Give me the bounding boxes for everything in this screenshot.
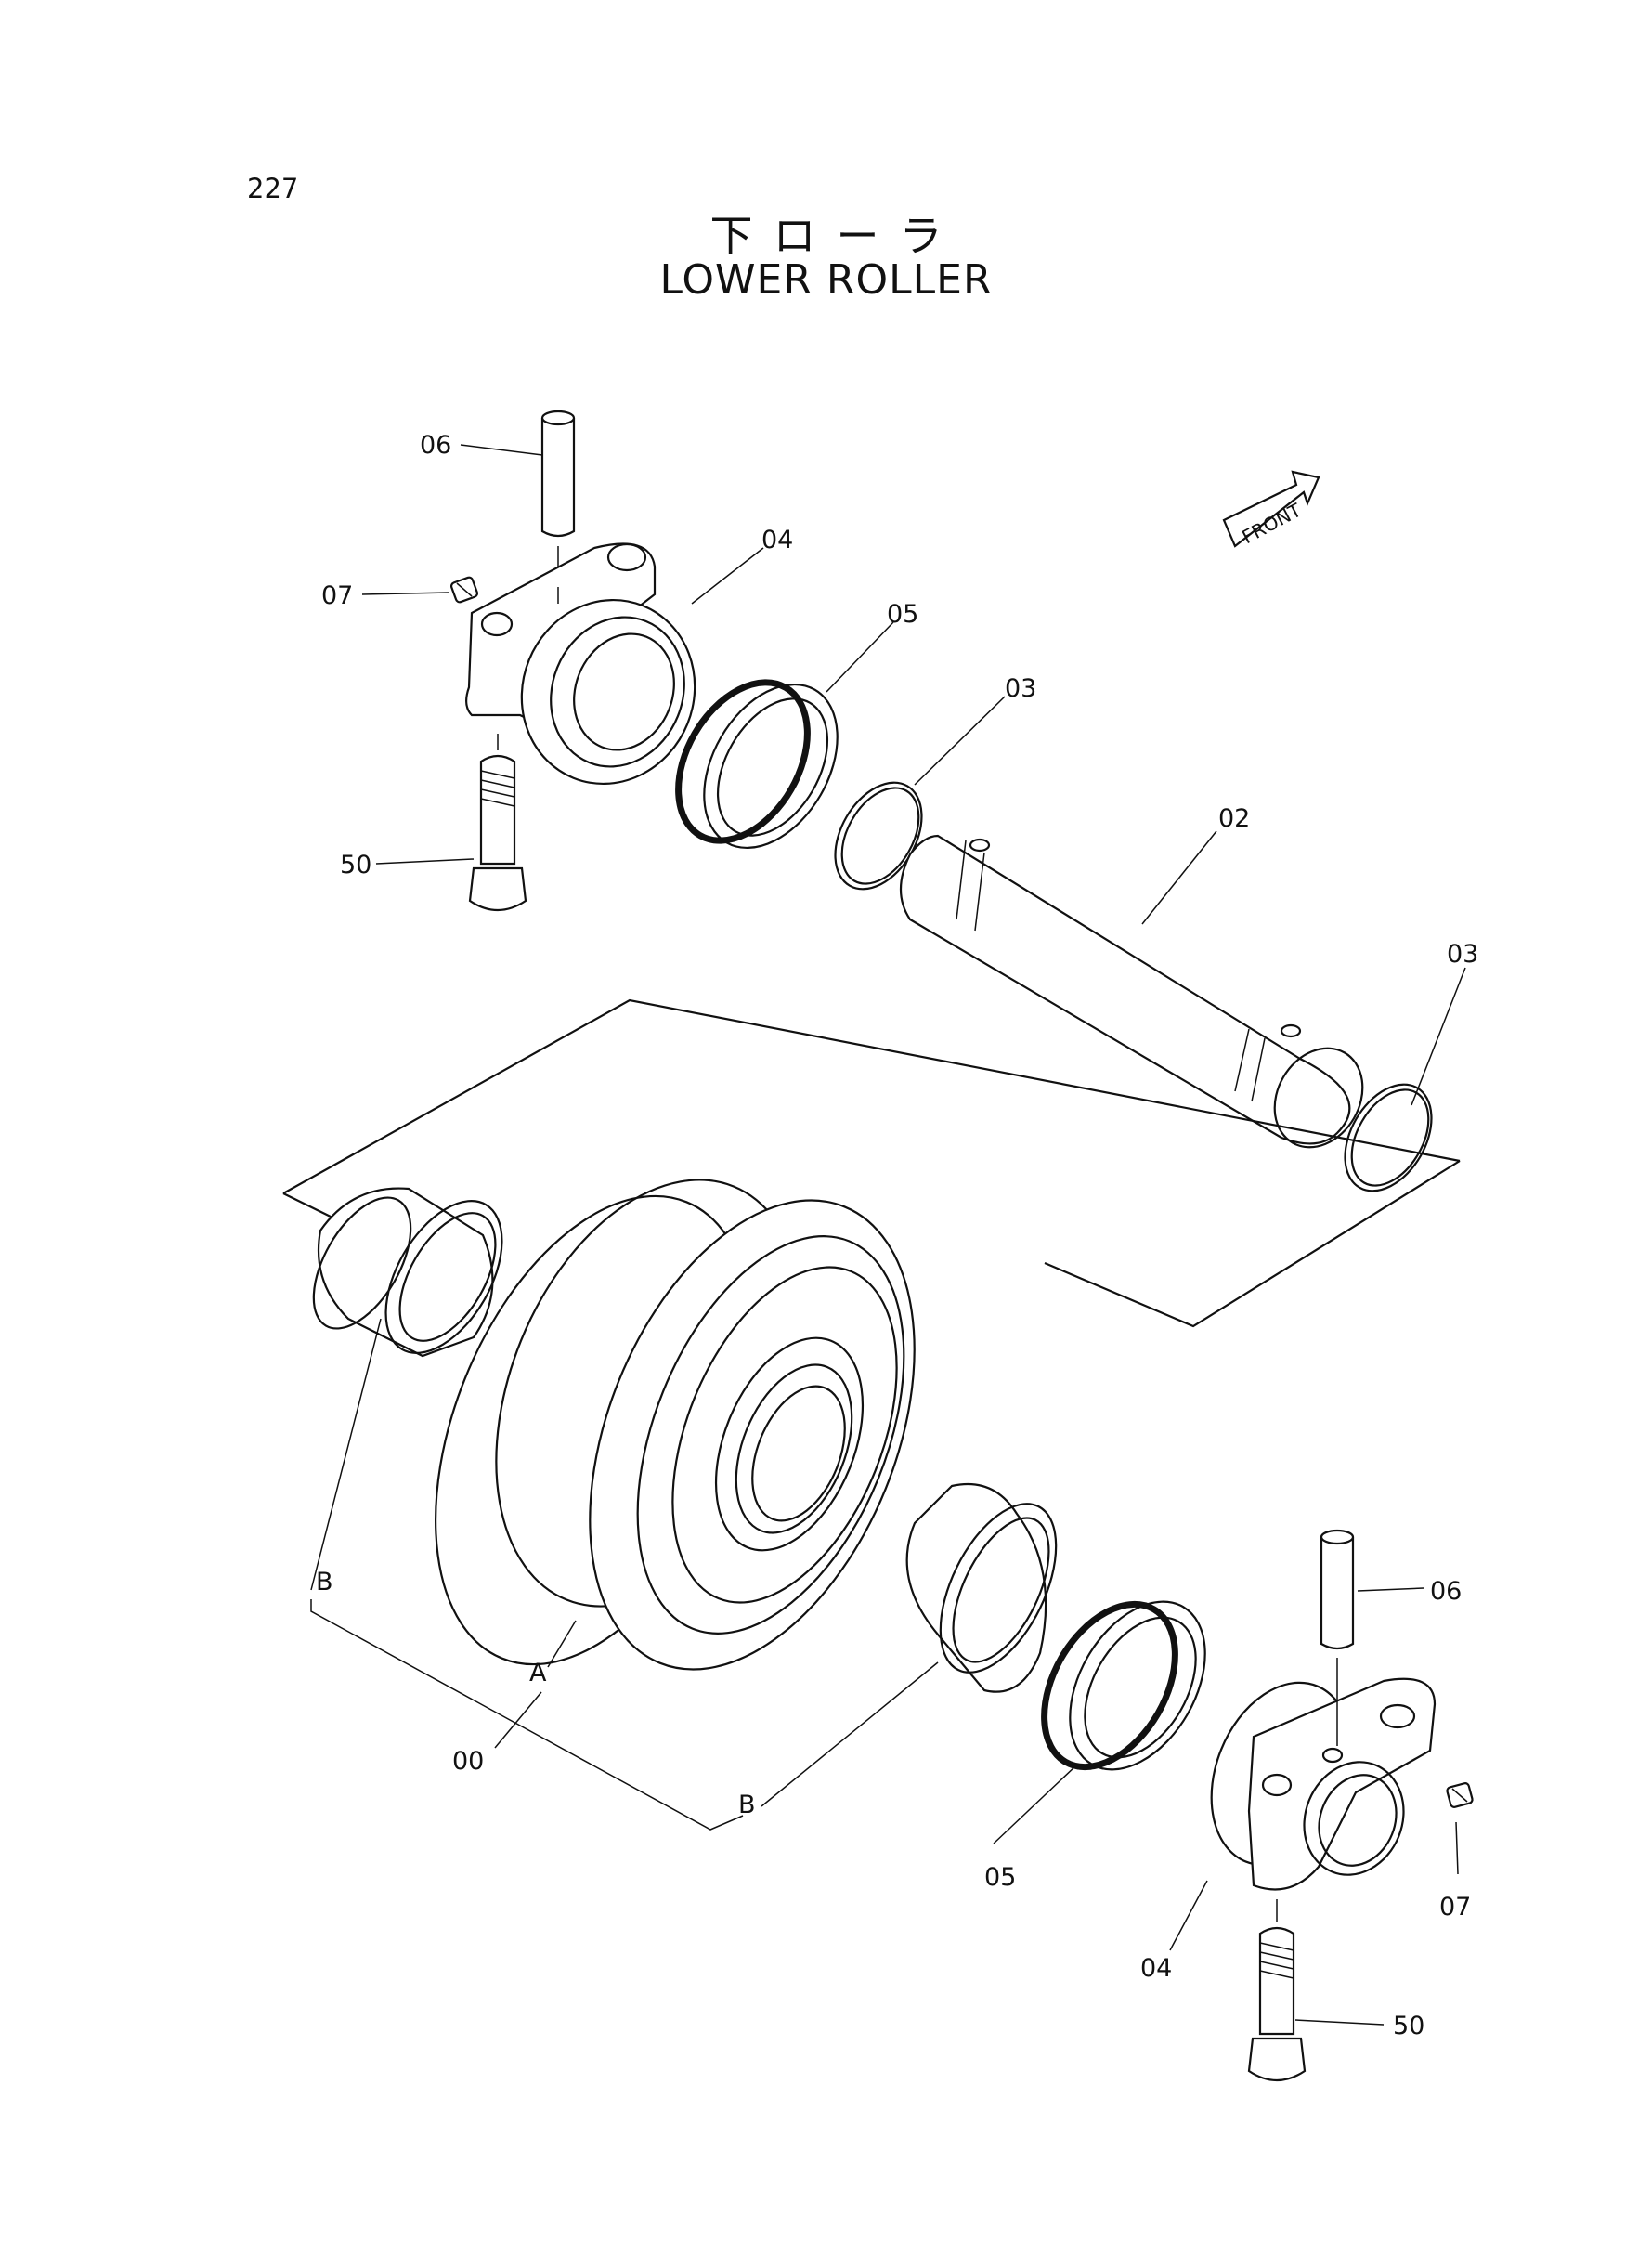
bushing-left-part <box>312 1187 503 1358</box>
callout-bolt-top: 50 <box>340 851 371 879</box>
leader-lines-top <box>361 444 1466 1106</box>
plug-bottom-part <box>1446 1782 1474 1808</box>
front-arrow-icon: FRONT <box>1222 470 1320 549</box>
bolt-bottom-part <box>1247 1899 1307 2081</box>
callout-plug-top: 07 <box>321 581 353 610</box>
leader-lines-bottom <box>310 1318 1459 2026</box>
front-arrow-label: FRONT <box>1239 499 1306 549</box>
callout-roller-assembly: 00 <box>452 1747 484 1776</box>
plug-top-part <box>449 576 479 604</box>
callout-bolt-bottom: 50 <box>1393 2012 1424 2040</box>
title-japanese: 下ローラ <box>709 211 963 261</box>
title-english: LOWER ROLLER <box>659 256 993 304</box>
callout-roller-b-right: B <box>738 1791 756 1819</box>
roller-group-frame <box>282 998 1461 1328</box>
callout-roller-b-left: B <box>316 1568 333 1596</box>
pin-top-part <box>540 410 576 594</box>
shaft-part <box>900 834 1364 1149</box>
bushing-right-part <box>905 1482 1058 1693</box>
callout-roller-a: A <box>529 1659 547 1687</box>
callout-shaft: 02 <box>1218 804 1250 833</box>
callout-oring-top: 03 <box>1005 674 1036 703</box>
seal-bottom-part <box>1041 1600 1206 1771</box>
callout-collar-bottom: 04 <box>1140 1954 1172 1983</box>
page-number: 227 <box>247 173 299 204</box>
oring-right-part <box>1344 1083 1433 1192</box>
callout-oring-right: 03 <box>1447 940 1478 969</box>
callout-pin-bottom: 06 <box>1430 1577 1462 1606</box>
pin-bottom-part <box>1320 1529 1355 1746</box>
collar-bottom-part <box>1210 1677 1437 1891</box>
callout-collar-top: 04 <box>761 526 793 554</box>
callout-pin-top: 06 <box>420 431 451 460</box>
bolt-top-part <box>468 734 527 911</box>
callout-plug-bottom: 07 <box>1439 1893 1471 1922</box>
roller-wheel-part <box>435 1179 916 1671</box>
collar-top-part <box>465 542 696 786</box>
seal-top-part <box>675 679 839 850</box>
callout-seal-bottom: 05 <box>984 1863 1016 1892</box>
callout-seal-top: 05 <box>887 600 918 629</box>
